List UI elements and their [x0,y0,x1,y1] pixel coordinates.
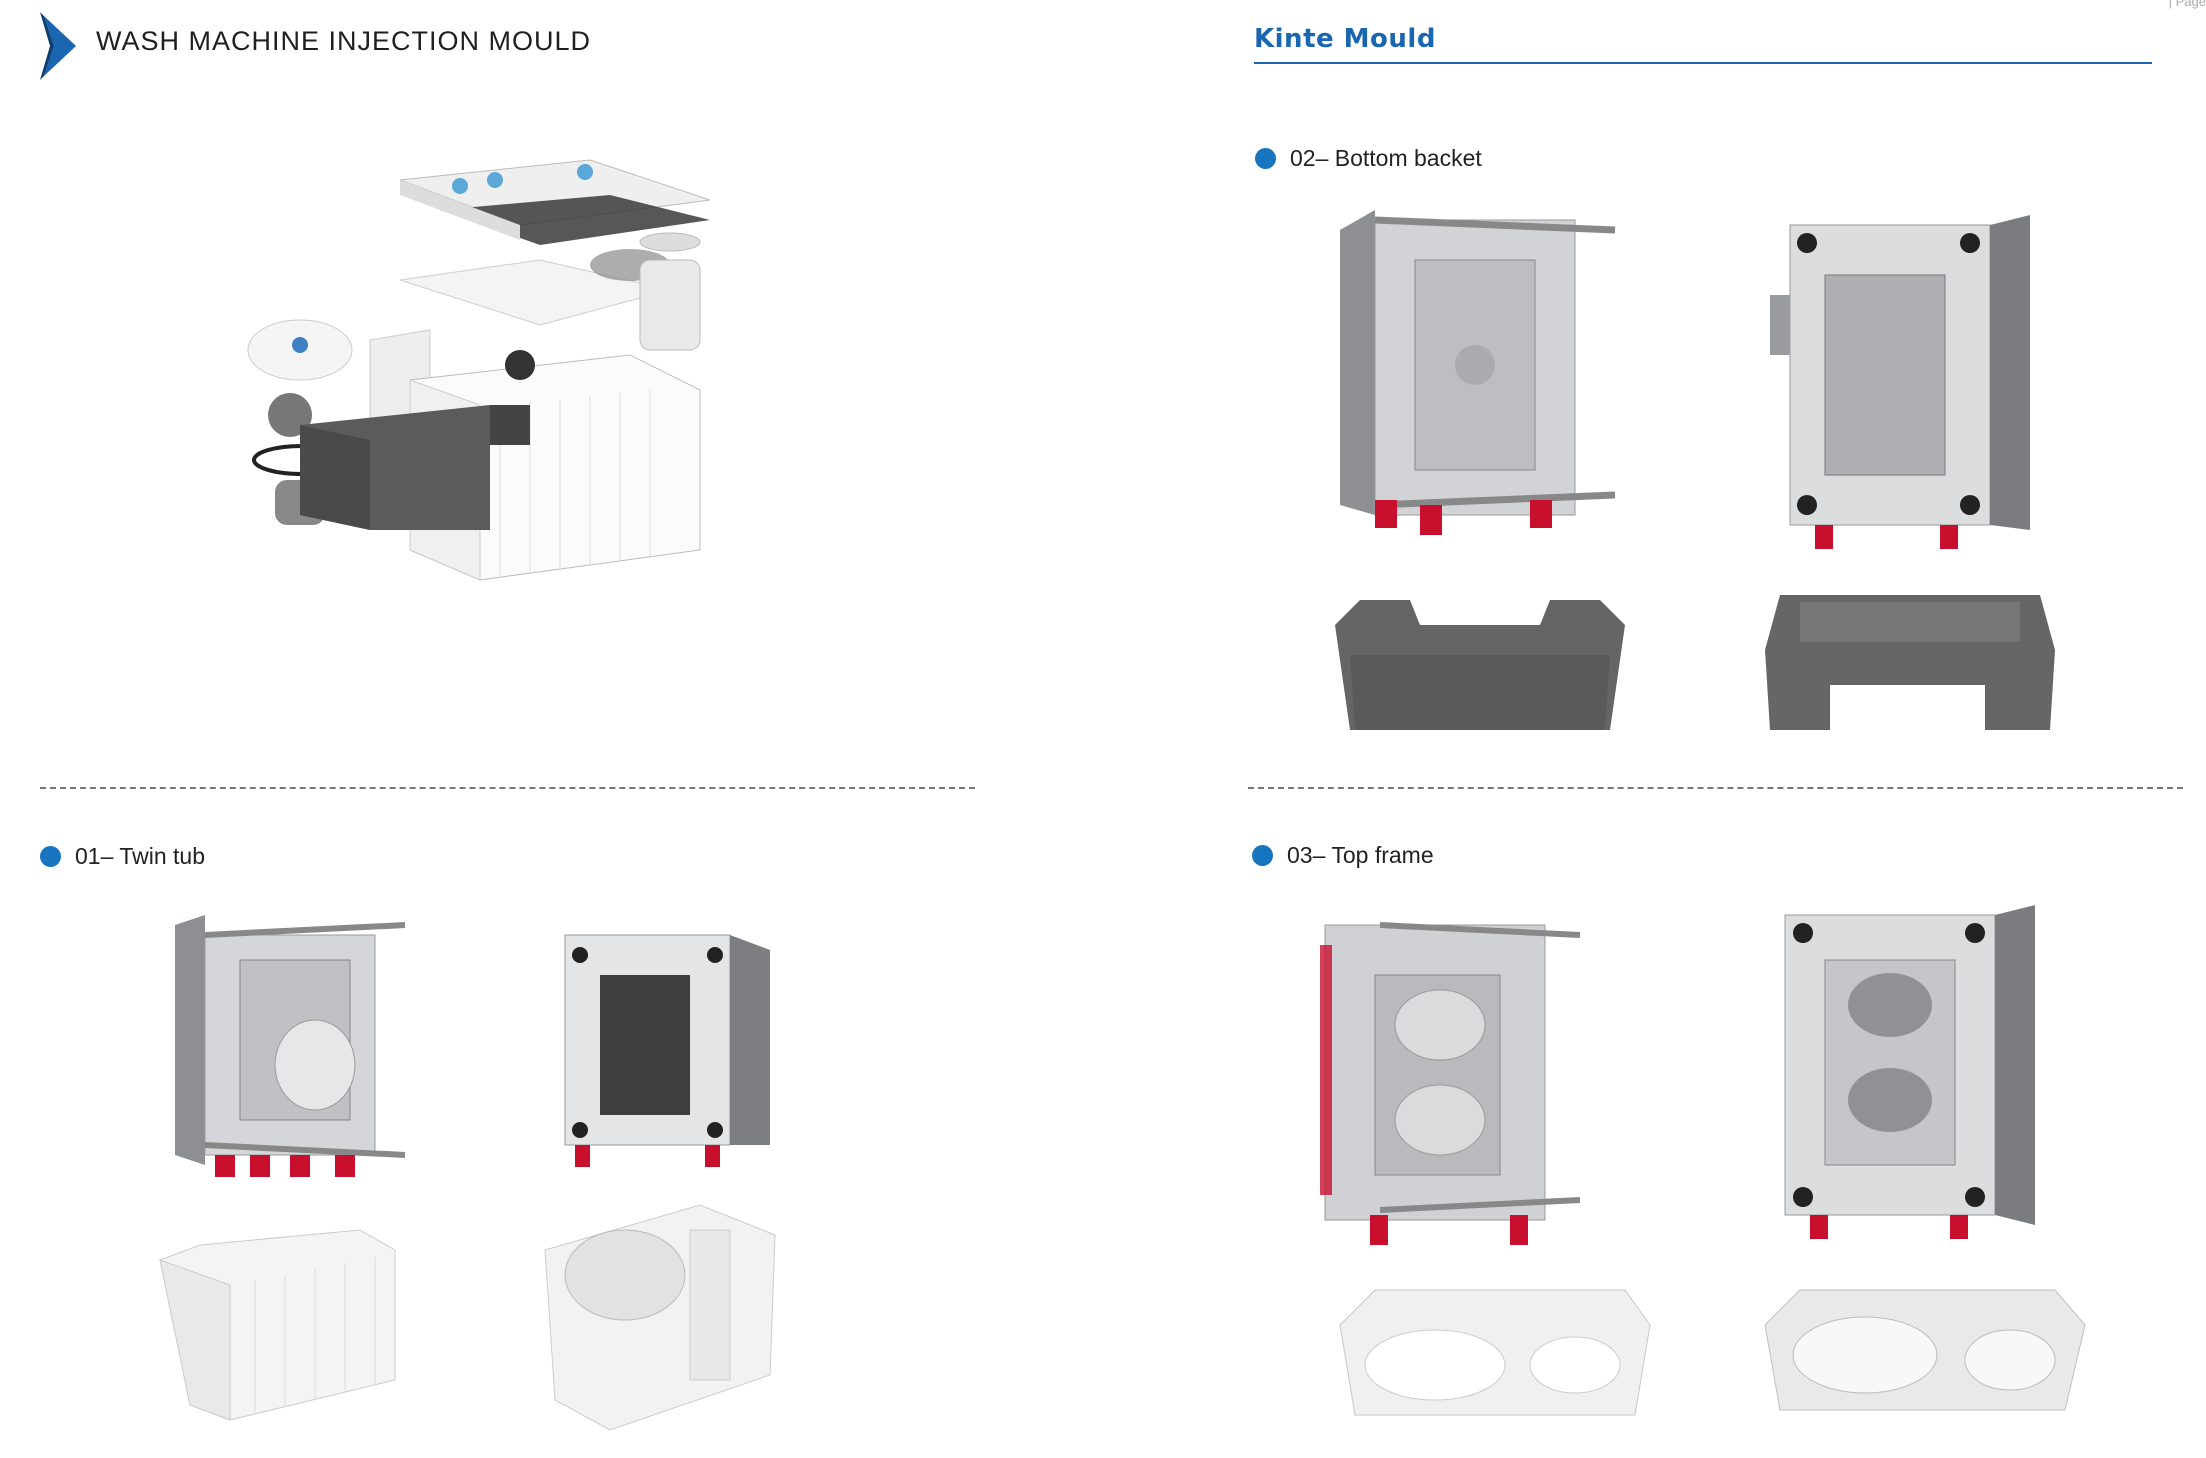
bottom-backet-mould-core-image [1340,210,1616,535]
twin-tub-part-back-image [544,1204,776,1431]
bullet-dot-icon [40,846,61,867]
bullet-dot-icon [1255,148,1276,169]
brand-underline [1254,62,2152,64]
page-corner-text: | Page [2168,0,2206,9]
section-label-bottom-backet: 02– Bottom backet [1255,145,1482,172]
section-divider-right [1248,787,2183,789]
bottom-backet-part-front-image [1335,600,1625,730]
section-label-twin-tub: 01– Twin tub [40,843,205,870]
bottom-backet-part-back-image [1765,595,2055,730]
bullet-dot-icon [1252,845,1273,866]
top-frame-part-front-image [1339,1289,1651,1416]
exploded-washing-machine-image [247,159,711,581]
top-frame-part-back-image [1764,1289,2086,1411]
brand-logo: Kinte Mould [1254,24,1436,54]
twin-tub-mould-core-image [175,915,406,1177]
chevron-logo-icon [40,12,76,80]
top-frame-mould-core-image [1320,922,1581,1245]
bottom-backet-mould-cavity-image [1770,215,2030,549]
twin-tub-mould-cavity-image [564,934,770,1167]
page-title: WASH MACHINE INJECTION MOULD [96,26,592,56]
top-frame-mould-cavity-image [1784,905,2035,1239]
section-label-top-frame: 03– Top frame [1252,842,1434,869]
section-divider-left [40,787,975,789]
twin-tub-part-front-image [159,1229,396,1421]
